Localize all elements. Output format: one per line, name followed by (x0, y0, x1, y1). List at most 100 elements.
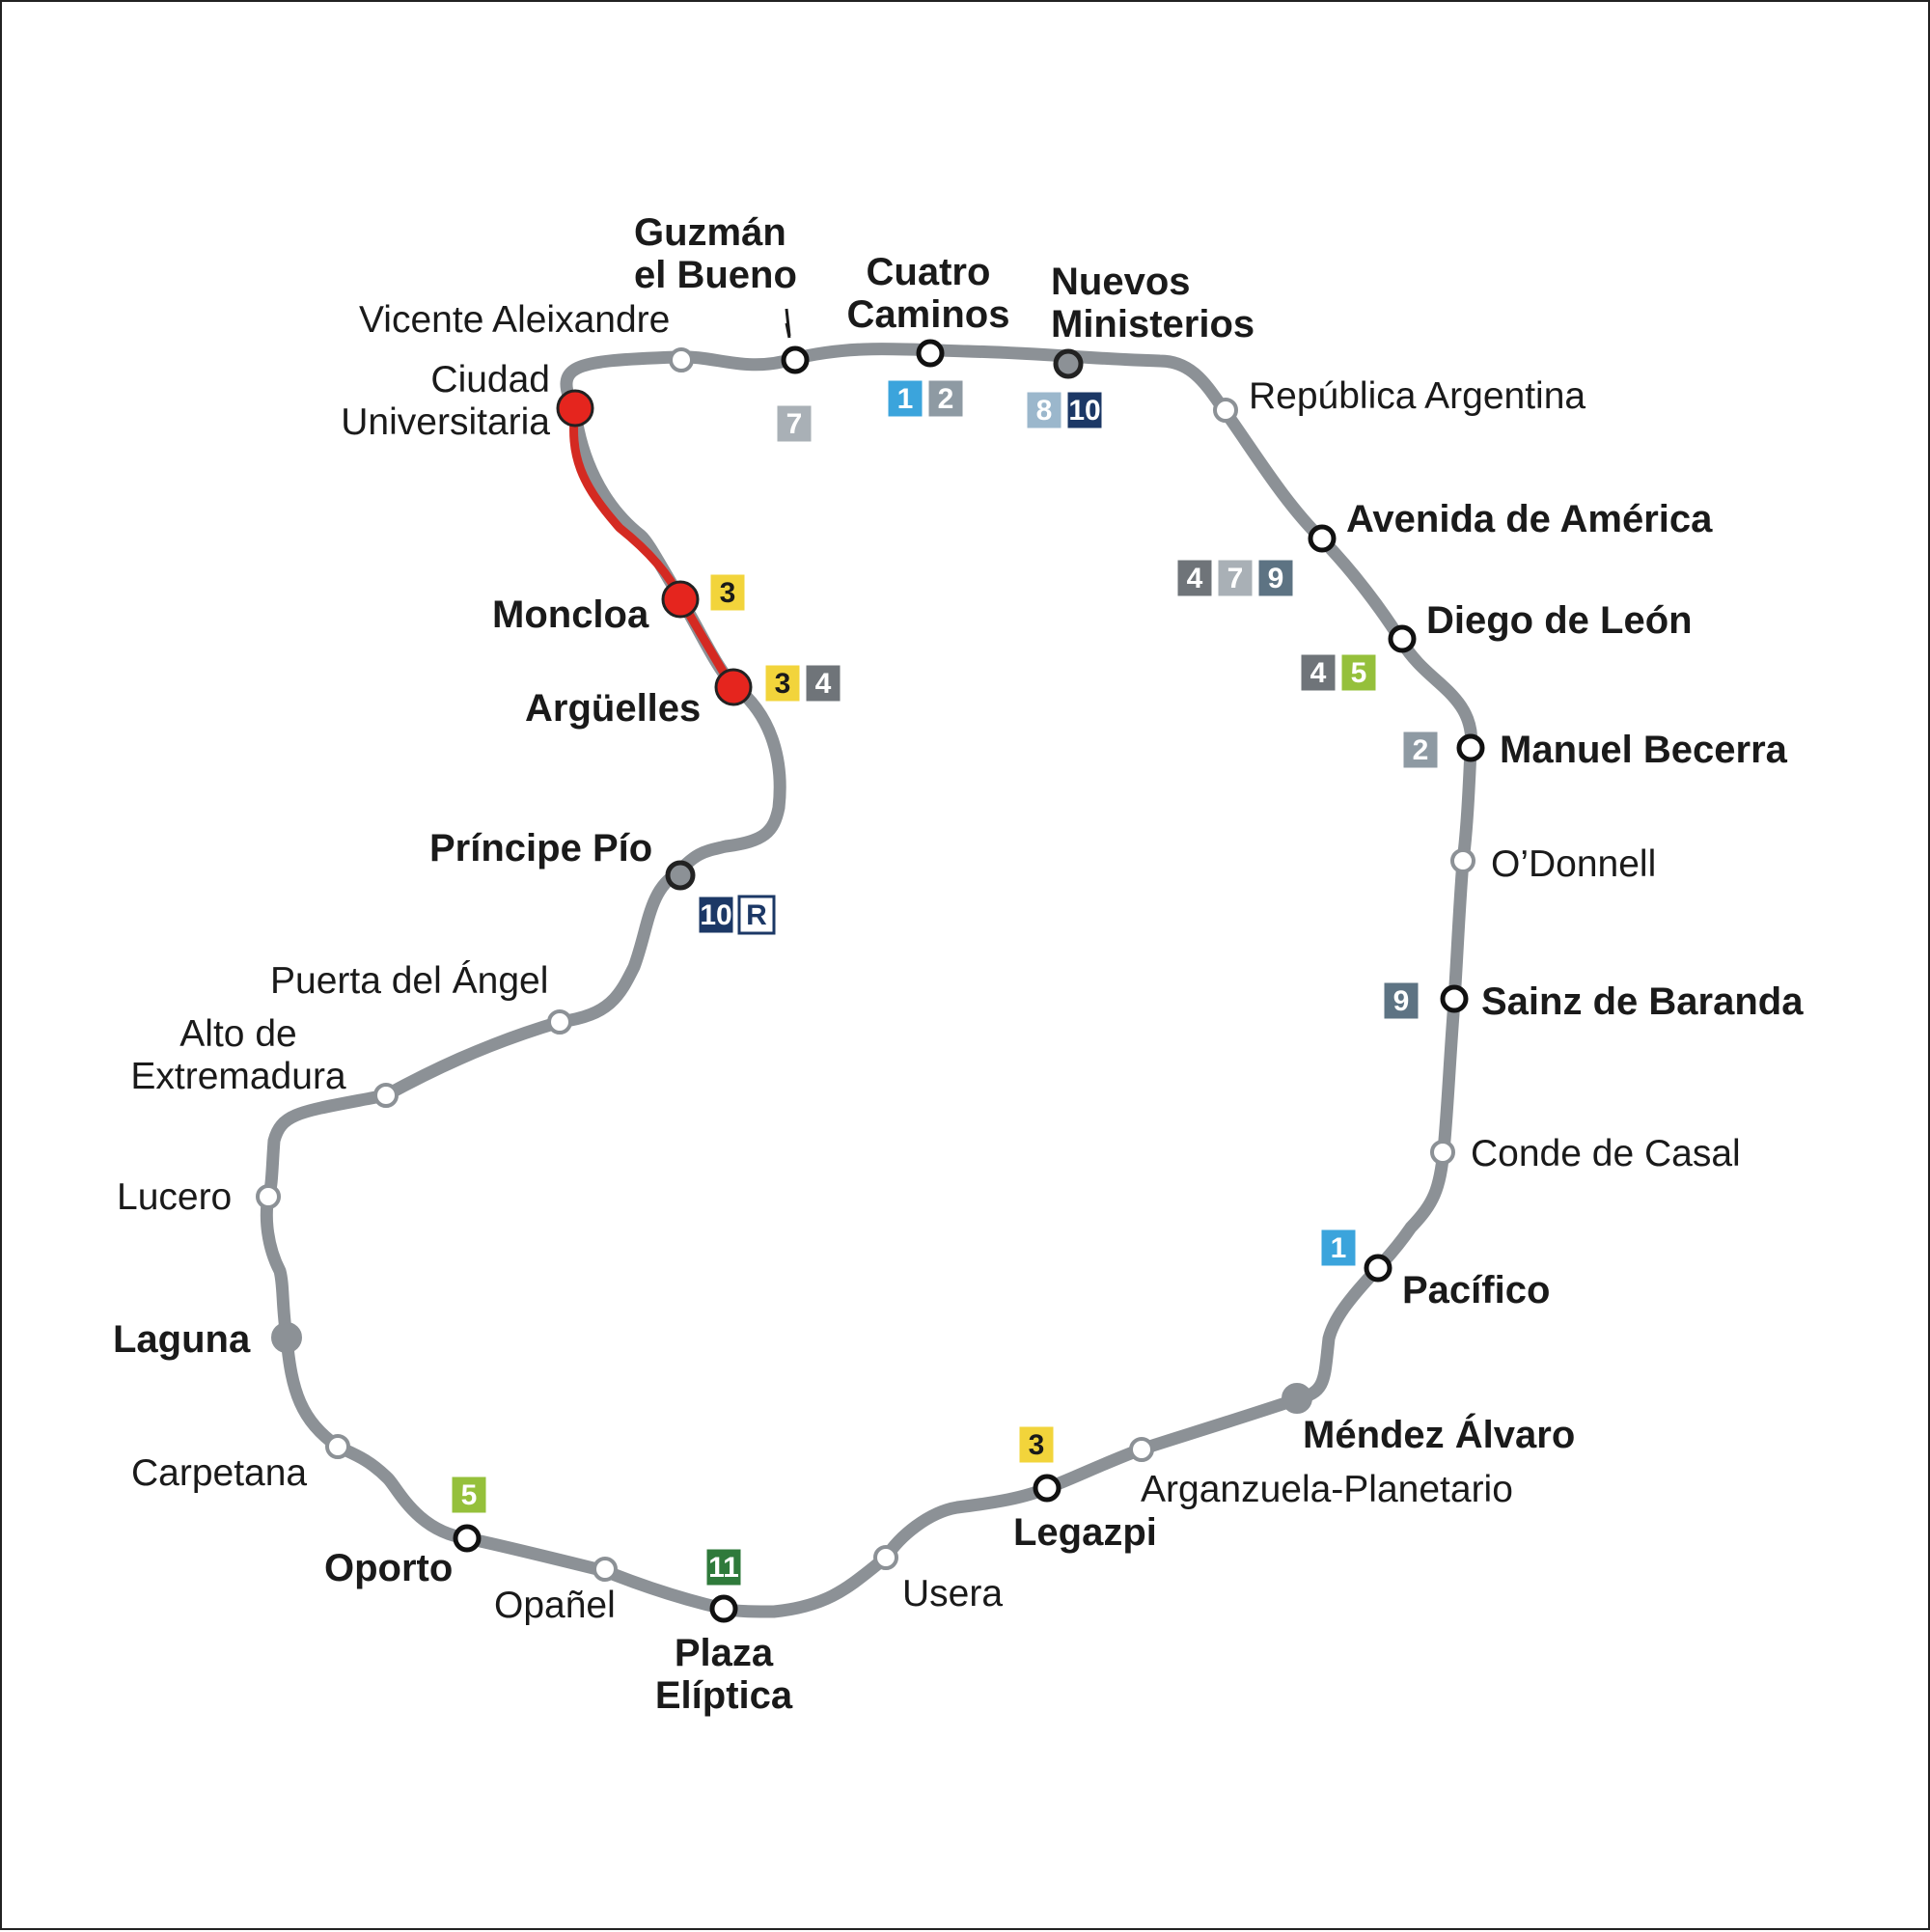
vicente-aleixandre-station-marker[interactable] (669, 347, 694, 373)
lucero-station-marker[interactable] (256, 1184, 281, 1209)
line-2-badge-text: 2 (938, 383, 954, 415)
alto-de-extremadura-label-line: Extremadura (130, 1056, 346, 1097)
puerta-del-angel-label: Puerta del Ángel (270, 960, 548, 1002)
manuel-becerra-station-marker[interactable] (1456, 733, 1485, 762)
odonnell-label-line: O’Donnell (1491, 843, 1656, 885)
line-10-badge[interactable]: 10 (1066, 391, 1103, 429)
line-1-badge-text: 1 (1331, 1232, 1347, 1264)
laguna-label-line: Laguna (113, 1318, 251, 1361)
carpetana-station-marker[interactable] (325, 1434, 350, 1459)
odonnell-station-marker[interactable] (1450, 848, 1475, 873)
line-5-badge[interactable]: 5 (1340, 653, 1377, 692)
line-11-badge[interactable]: 11 (705, 1548, 742, 1587)
principe-pio-label-line: Príncipe Pío (429, 827, 652, 869)
pacifico-station-marker[interactable] (1364, 1254, 1392, 1283)
carpetana-label-line: Carpetana (131, 1452, 307, 1494)
puerta-del-angel-station-marker[interactable] (547, 1009, 572, 1035)
line-4-badge[interactable]: 4 (1300, 653, 1337, 692)
alto-de-extremadura-station-marker[interactable] (373, 1083, 399, 1108)
line-R-badge[interactable]: R (737, 895, 776, 935)
line-7-badge[interactable]: 7 (776, 404, 813, 443)
arguelles-station-marker[interactable] (714, 668, 753, 706)
opanel-label-line: Opañel (494, 1585, 616, 1626)
guzman-el-bueno-station-marker[interactable] (781, 345, 810, 374)
line-2-badge[interactable]: 2 (927, 379, 964, 418)
legazpi-station-marker[interactable] (1033, 1474, 1062, 1503)
avenida-de-america-label-line: Avenida de América (1346, 498, 1713, 540)
line-7-badge[interactable]: 7 (1217, 559, 1254, 597)
line-3-badge[interactable]: 3 (764, 664, 801, 703)
cuatro-caminos-label-line: Cuatro (867, 251, 991, 293)
conde-de-casal-station-marker[interactable] (1430, 1140, 1455, 1165)
line-1-badge-box (887, 379, 924, 418)
avenida-de-america-station-marker[interactable] (1308, 524, 1337, 553)
usera-station-marker[interactable] (873, 1545, 898, 1570)
highlighted-route-segment (569, 404, 738, 694)
cuatro-caminos-station-marker[interactable] (916, 339, 945, 368)
vicente-aleixandre-label: Vicente Aleixandre (359, 299, 670, 341)
diego-de-leon-label: Diego de León (1426, 599, 1693, 642)
ciudad-universitaria-label-line: Ciudad (430, 359, 550, 400)
line-10-badge[interactable]: 10 (698, 896, 734, 934)
line-1-badge[interactable]: 1 (887, 379, 924, 418)
sainz-de-baranda-label: Sainz de Baranda (1481, 980, 1804, 1023)
arganzuela-planetario-station-marker[interactable] (1129, 1437, 1154, 1462)
line-2-badge-box (1402, 731, 1439, 769)
republica-argentina-station-marker[interactable] (1213, 398, 1238, 423)
line-5-badge[interactable]: 5 (451, 1476, 487, 1514)
line-2-badge-box (927, 379, 964, 418)
line-3-badge[interactable]: 3 (1018, 1425, 1055, 1464)
line-3-badge-box (764, 664, 801, 703)
line-8-badge-text: 8 (1036, 395, 1053, 427)
legazpi-label: Legazpi (1013, 1511, 1157, 1554)
principe-pio-station-marker[interactable] (665, 860, 696, 891)
republica-argentina-label-line: República Argentina (1249, 375, 1585, 417)
line-9-badge-text: 9 (1268, 563, 1284, 594)
pacifico-label: Pacífico (1402, 1269, 1550, 1311)
sainz-de-baranda-label-line: Sainz de Baranda (1481, 980, 1804, 1023)
lucero-label-line: Lucero (117, 1176, 232, 1218)
track-layer (260, 343, 1478, 1618)
line-3-badge-text: 3 (775, 668, 791, 700)
legazpi-label-line: Legazpi (1013, 1511, 1157, 1554)
mendez-alvaro-station-marker[interactable] (1282, 1383, 1312, 1414)
line-3-badge[interactable]: 3 (709, 573, 746, 612)
laguna-label: Laguna (113, 1318, 251, 1361)
oporto-label-line: Oporto (324, 1547, 453, 1589)
diego-de-leon-station-marker[interactable] (1388, 624, 1417, 653)
line-4-badge-box (1176, 559, 1213, 597)
avenida-de-america-label: Avenida de América (1346, 498, 1713, 540)
manuel-becerra-label: Manuel Becerra (1500, 729, 1788, 771)
line-4-badge-text: 4 (1310, 657, 1327, 689)
line-8-badge[interactable]: 8 (1026, 391, 1062, 429)
nuevos-ministerios-station-marker[interactable] (1053, 348, 1084, 379)
ciudad-universitaria-station-marker[interactable] (556, 389, 594, 428)
guzman-el-bueno-label-line: el Bueno (634, 254, 797, 296)
line-1-badge[interactable]: 1 (1320, 1228, 1357, 1267)
sainz-de-baranda-station-marker[interactable] (1440, 984, 1469, 1013)
cuatro-caminos-label-line: Caminos (847, 293, 1010, 336)
laguna-station-marker[interactable] (271, 1322, 302, 1353)
line-R-badge-text: R (746, 899, 767, 931)
plaza-eliptica-label-line: Plaza (675, 1632, 774, 1674)
line-9-badge[interactable]: 9 (1383, 981, 1420, 1020)
plaza-eliptica-station-marker[interactable] (709, 1594, 738, 1623)
line-7-badge-text: 7 (1227, 563, 1244, 594)
line-R-badge-box (737, 895, 776, 935)
line-9-badge-box (1257, 559, 1294, 597)
carpetana-label: Carpetana (131, 1452, 307, 1494)
line-4-badge[interactable]: 4 (805, 664, 841, 703)
line-1-badge-text: 1 (897, 383, 914, 415)
oporto-station-marker[interactable] (453, 1524, 482, 1553)
line-2-badge[interactable]: 2 (1402, 731, 1439, 769)
line-4-badge[interactable]: 4 (1176, 559, 1213, 597)
nuevos-ministerios-label-line: Ministerios (1051, 303, 1254, 345)
arguelles-label: Argüelles (525, 687, 701, 730)
moncloa-station-marker[interactable] (661, 580, 700, 619)
guzman-el-bueno-label-line: Guzmán (634, 211, 786, 254)
line-9-badge[interactable]: 9 (1257, 559, 1294, 597)
opanel-station-marker[interactable] (593, 1557, 618, 1582)
